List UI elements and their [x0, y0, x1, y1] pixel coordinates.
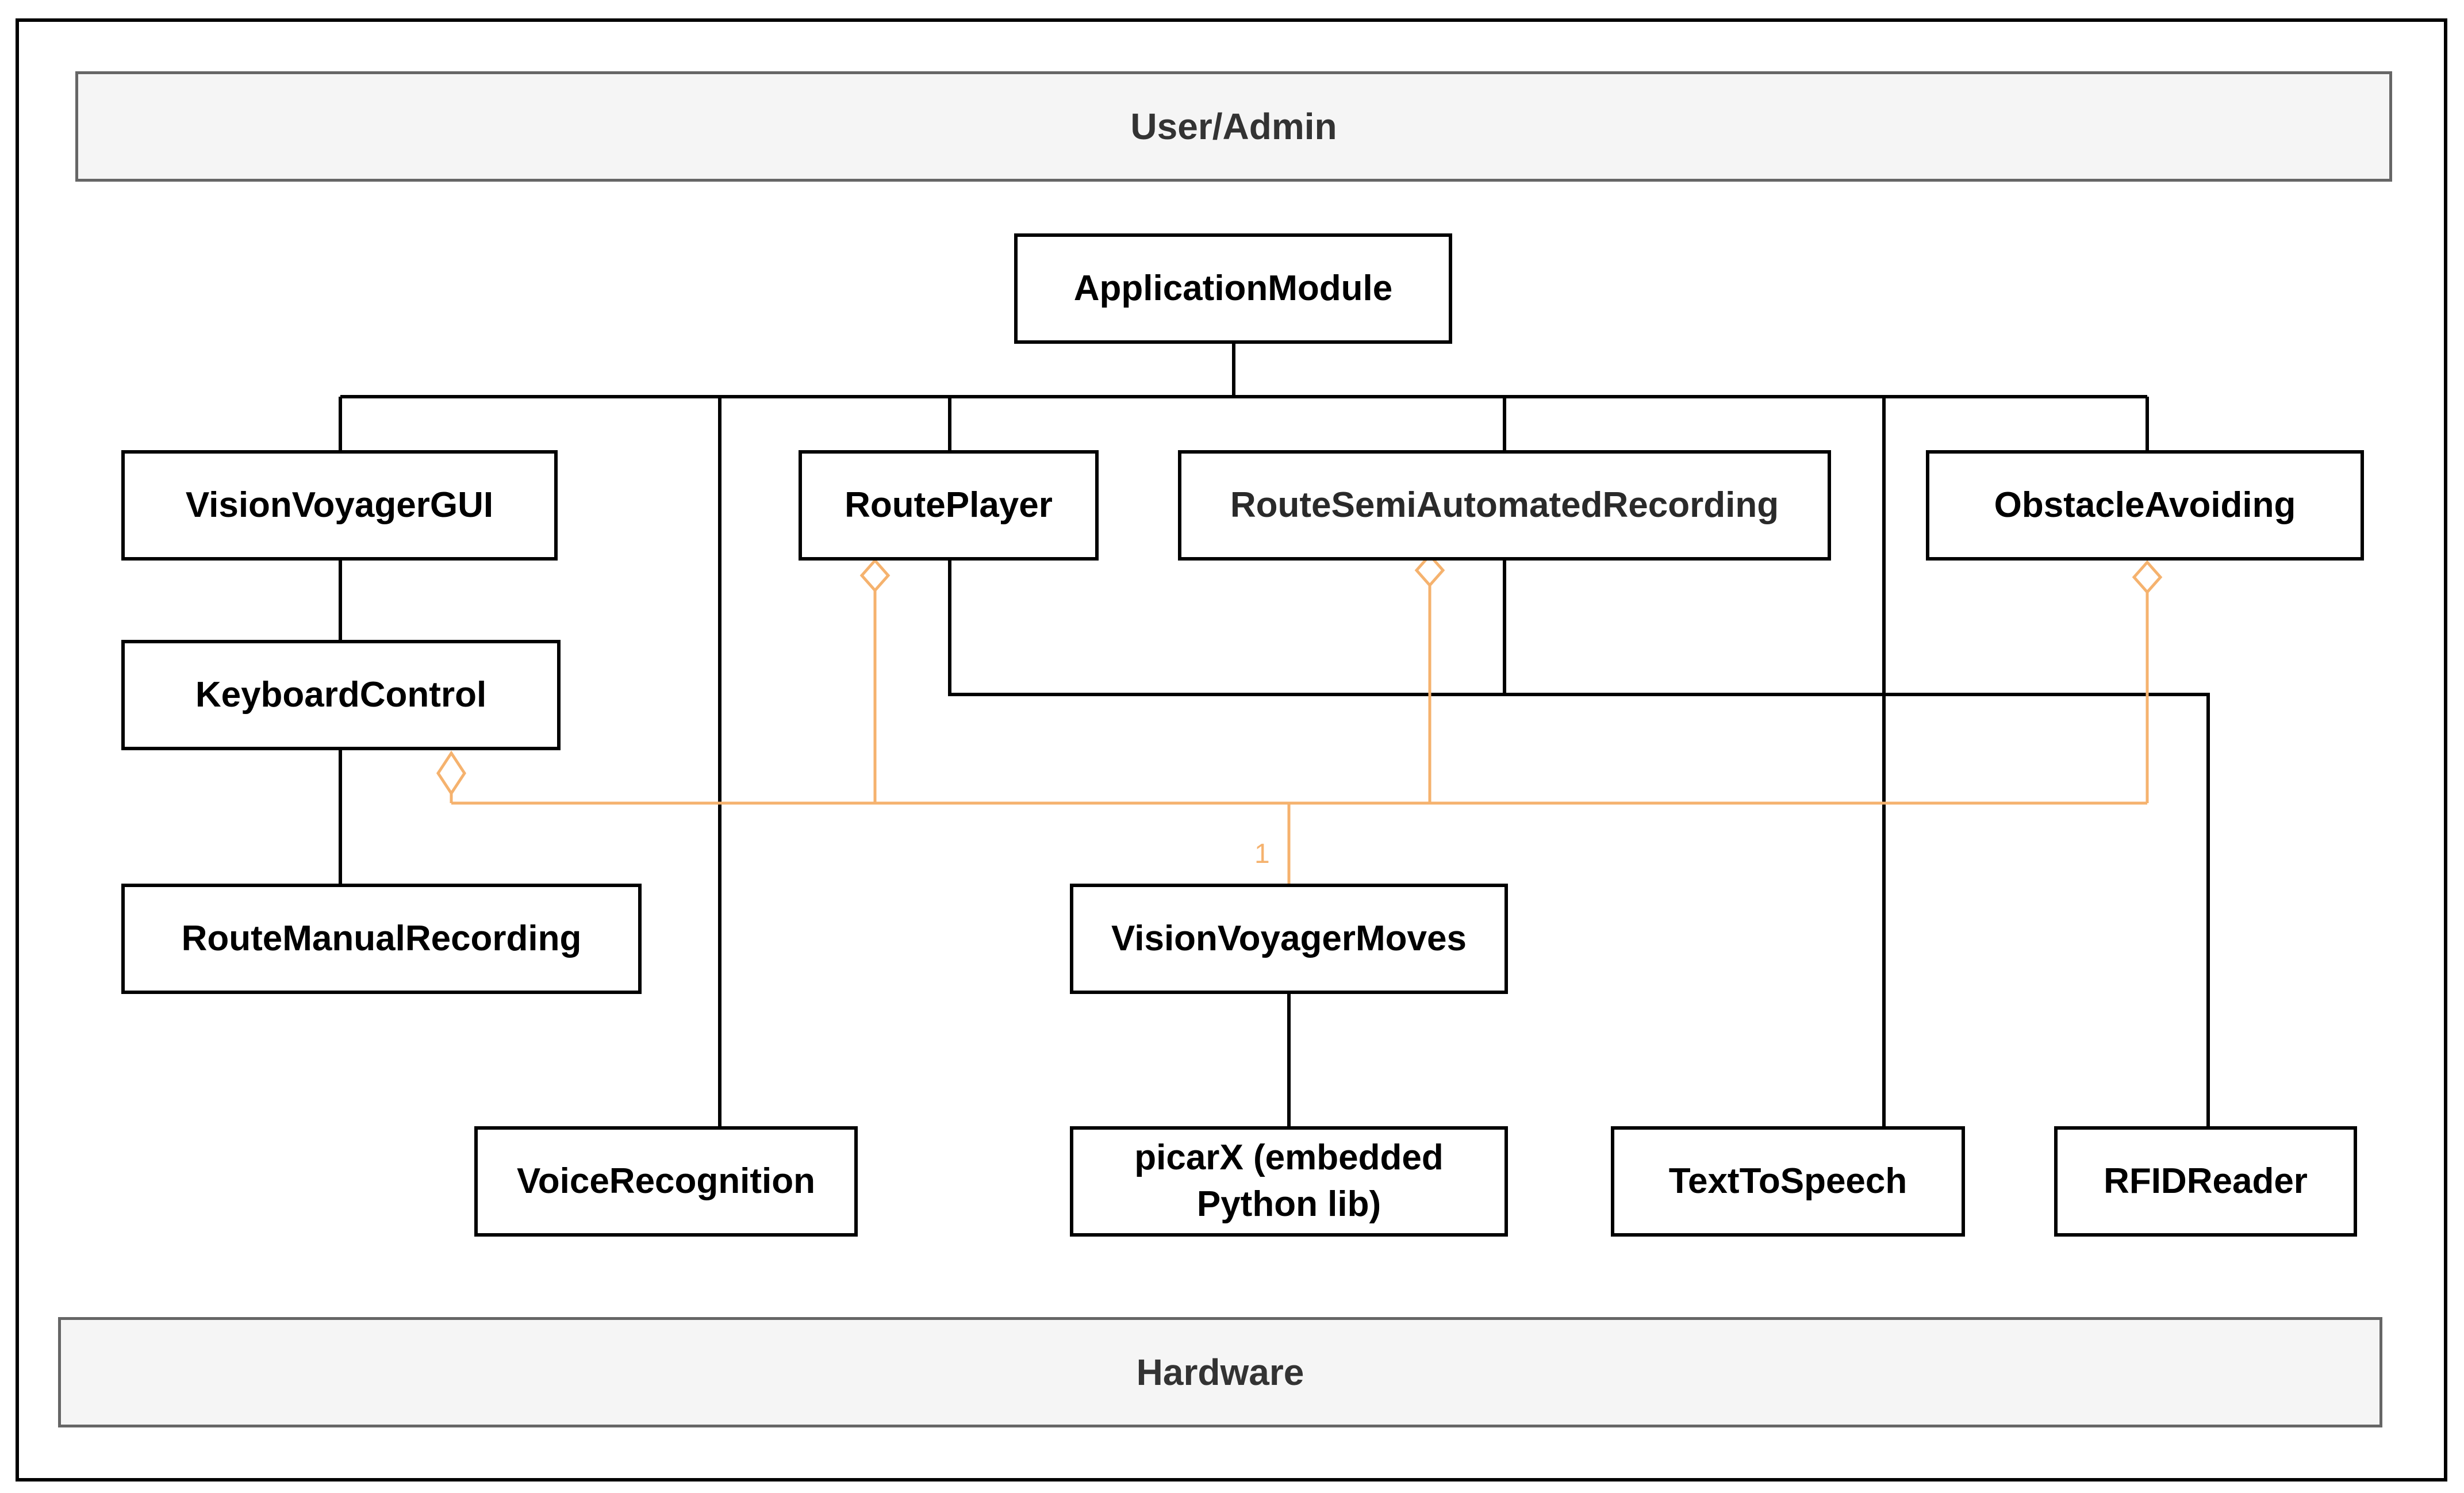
route-manual-recording-box: RouteManualRecording [121, 884, 642, 994]
multiplicity-label: 1 [1254, 839, 1270, 869]
hardware-layer: Hardware [58, 1317, 2382, 1427]
picarx-box: picarX (embedded Python lib) [1070, 1126, 1508, 1237]
rfid-reader-box: RFIDReader [2054, 1126, 2357, 1237]
aggregation-diamond-routeplayer [859, 558, 891, 593]
picarx-label-line1: picarX (embedded [1134, 1138, 1444, 1178]
obstacle-avoiding-box: ObstacleAvoiding [1926, 450, 2364, 561]
keyboard-control-box: KeyboardControl [121, 640, 561, 750]
text-to-speech-box: TextToSpeech [1611, 1126, 1965, 1237]
route-player-box: RoutePlayer [799, 450, 1099, 561]
routeplayer-to-rfid-line [948, 559, 2210, 1127]
aggregation-diamond-obstacle [2132, 560, 2163, 594]
route-semi-automated-recording-box: RouteSemiAutomatedRecording [1178, 450, 1831, 561]
vision-voyager-gui-box: VisionVoyagerGUI [121, 450, 558, 561]
aggregation-diamond-keyboard [436, 750, 466, 796]
application-module-box: ApplicationModule [1014, 233, 1452, 344]
voice-recognition-box: VoiceRecognition [474, 1126, 858, 1237]
user-admin-layer: User/Admin [75, 71, 2392, 182]
outer-frame [16, 18, 2447, 1482]
picarx-label-line2: Python lib) [1196, 1184, 1381, 1224]
vision-voyager-moves-box: VisionVoyagerMoves [1070, 884, 1508, 994]
aggregation-diamond-semiauto [1414, 553, 1445, 588]
